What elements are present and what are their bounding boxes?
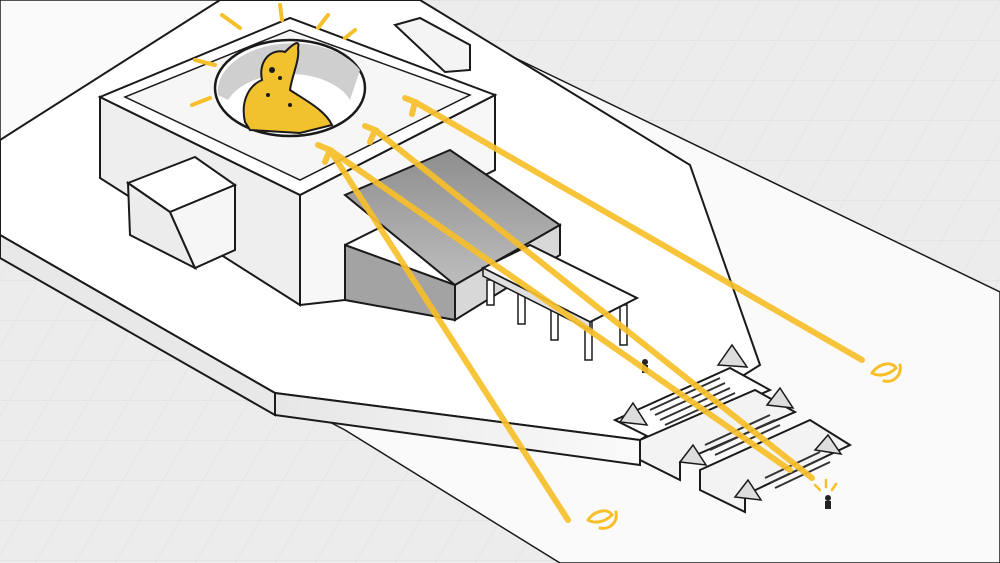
eye-icon xyxy=(870,362,902,383)
person-icon xyxy=(825,495,831,509)
sight-lines xyxy=(315,95,865,523)
sight-line xyxy=(327,147,571,523)
arrowhead xyxy=(315,142,334,165)
arrowhead xyxy=(362,123,379,145)
arrowhead xyxy=(402,95,419,117)
statue-glow-rays xyxy=(190,3,357,107)
statue-icon xyxy=(242,42,334,135)
person-highlight-rays xyxy=(813,478,838,492)
plinth-front-face xyxy=(274,391,641,467)
back-block xyxy=(393,16,471,74)
eye-icon xyxy=(586,509,618,530)
sight-line xyxy=(412,99,865,363)
sight-line xyxy=(327,147,793,473)
entrance-stairs xyxy=(612,343,853,514)
side-box-right xyxy=(168,183,236,270)
sight-line xyxy=(372,127,815,481)
